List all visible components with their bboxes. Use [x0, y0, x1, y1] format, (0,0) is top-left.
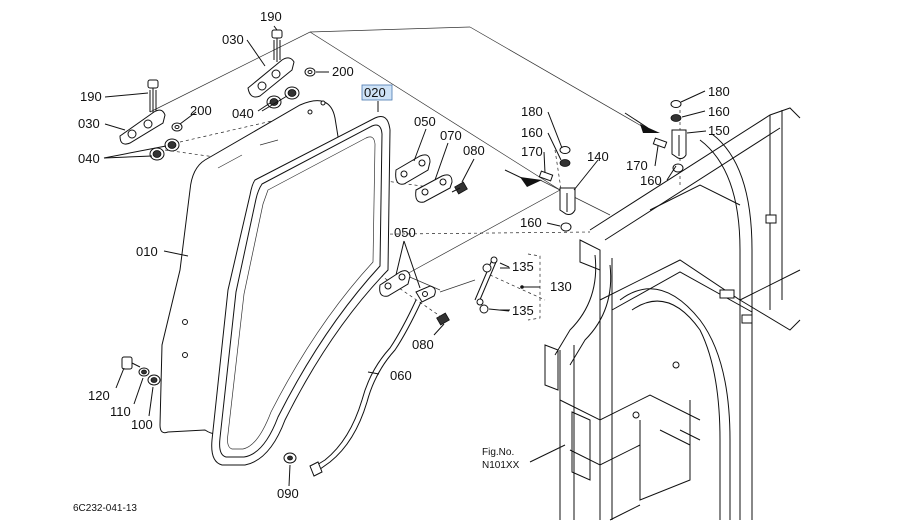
callout-140[interactable]: 140 [587, 149, 609, 164]
callout-060[interactable]: 060 [390, 368, 412, 383]
callout-150[interactable]: 150 [708, 123, 730, 138]
callout-170-right[interactable]: 170 [626, 158, 648, 173]
callout-160-left-bottom[interactable]: 160 [520, 215, 542, 230]
callout-160-right-bottom[interactable]: 160 [640, 173, 662, 188]
callout-135-lower[interactable]: 135 [512, 303, 534, 318]
part-060-handle-rod [309, 285, 436, 477]
callout-leaders [103, 25, 707, 487]
part-150-bracket [652, 100, 687, 173]
fig-ref-line2[interactable]: N101XX [482, 460, 520, 471]
callout-160-left-top[interactable]: 160 [521, 125, 543, 140]
callout-040-lower[interactable]: 040 [78, 151, 100, 166]
callout-080-upper[interactable]: 080 [463, 143, 485, 158]
callout-090[interactable]: 090 [277, 486, 299, 501]
callout-130[interactable]: 130 [550, 279, 572, 294]
callout-180-right[interactable]: 180 [708, 84, 730, 99]
callout-135-upper[interactable]: 135 [512, 259, 534, 274]
fig-ref-line1[interactable]: Fig.No. [482, 447, 514, 458]
reference-frame-lines [149, 26, 646, 293]
pointer-arrows [504, 112, 660, 187]
callout-120[interactable]: 120 [88, 388, 110, 403]
part-140-bracket [538, 146, 576, 232]
callout-180-left[interactable]: 180 [521, 104, 543, 119]
fig-ref-leader [529, 444, 566, 463]
callout-labels: 190 030 200 040 190 030 200 040 020 050 … [78, 9, 730, 501]
callout-190-upper[interactable]: 190 [260, 9, 282, 24]
callout-030-upper[interactable]: 030 [222, 32, 244, 47]
callout-170-left[interactable]: 170 [521, 144, 543, 159]
callout-070[interactable]: 070 [440, 128, 462, 143]
latch-parts-upper [395, 154, 468, 203]
callout-200-upper[interactable]: 200 [332, 64, 354, 79]
lower-hinge-assembly [119, 79, 183, 161]
latch-parts-lower [379, 270, 450, 326]
callout-100[interactable]: 100 [131, 417, 153, 432]
callout-010[interactable]: 010 [136, 244, 158, 259]
callout-020[interactable]: 020 [364, 85, 386, 100]
callout-110[interactable]: 110 [110, 404, 131, 419]
cab-frame [544, 107, 801, 521]
part-020-door-seal [211, 116, 391, 466]
callout-080-lower[interactable]: 080 [412, 337, 434, 352]
upper-hinge-assembly [247, 29, 316, 109]
callout-200-lower[interactable]: 200 [190, 103, 212, 118]
callout-040-upper[interactable]: 040 [232, 106, 254, 121]
callout-160-right-top[interactable]: 160 [708, 104, 730, 119]
lower-fasteners [121, 356, 297, 464]
callout-050-lower[interactable]: 050 [394, 225, 416, 240]
callout-190-lower[interactable]: 190 [80, 89, 102, 104]
highlight-box-020 [361, 84, 393, 101]
callout-030-lower[interactable]: 030 [78, 116, 100, 131]
callout-050-upper[interactable]: 050 [414, 114, 436, 129]
figure-ref-code: 6C232-041-13 [73, 503, 137, 514]
